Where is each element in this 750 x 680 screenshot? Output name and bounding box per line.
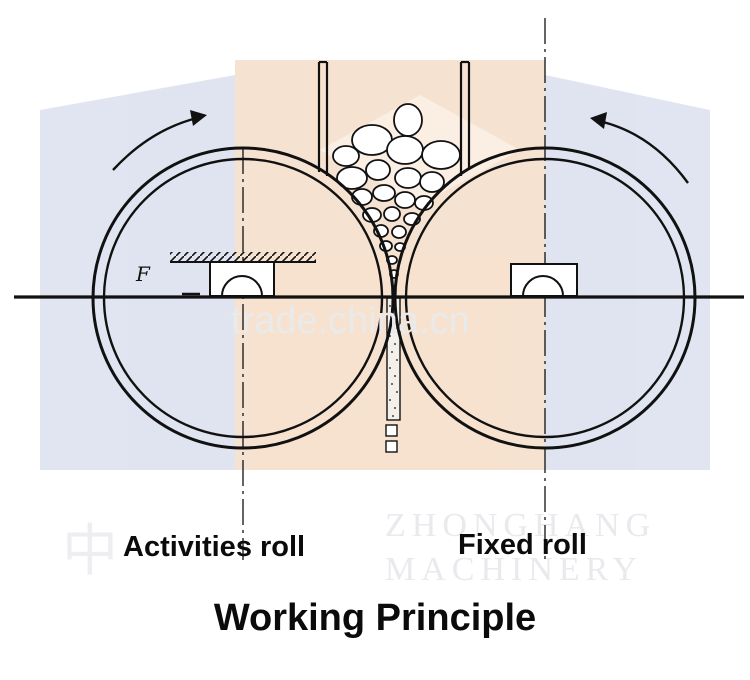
- rotation-arrow-right-icon: [590, 112, 689, 184]
- watermark-text: trade.china.cn: [231, 300, 470, 342]
- watermark-brand: ZHONGHANG MACHINERY 中: [62, 507, 656, 588]
- activities-roll-label: Activities roll: [123, 531, 306, 563]
- rotation-arrow-left-icon: [112, 110, 207, 171]
- left-bearing: [170, 252, 316, 297]
- svg-text:MACHINERY: MACHINERY: [385, 551, 643, 588]
- fixed-roll-label: Fixed roll: [458, 529, 587, 561]
- diagram-title: Working Principle: [213, 597, 537, 639]
- svg-text:ZHONGHANG: ZHONGHANG: [385, 507, 656, 544]
- right-bearing: [510, 263, 578, 297]
- feed-hopper: [317, 60, 471, 176]
- force-label: F: [136, 262, 150, 286]
- material-rocks: [332, 103, 461, 279]
- svg-text:中: 中: [62, 519, 118, 584]
